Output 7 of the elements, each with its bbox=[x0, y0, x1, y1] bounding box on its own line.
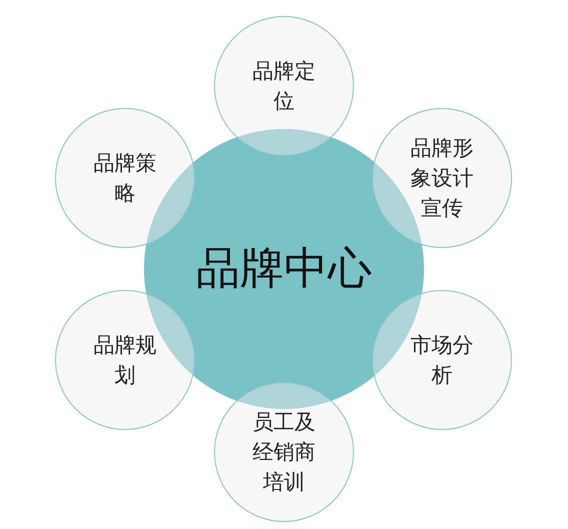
topic-label: 品牌形象设计宣传 bbox=[410, 135, 474, 222]
topic-label: 品牌规划 bbox=[92, 332, 158, 389]
topic-label: 品牌定位 bbox=[252, 58, 316, 115]
topic-label: 市场分析 bbox=[410, 332, 474, 389]
topic-label: 员工及经销商培训 bbox=[252, 409, 316, 496]
center-label: 品牌中心 bbox=[194, 242, 373, 296]
topic-label: 品牌策略 bbox=[92, 150, 158, 207]
